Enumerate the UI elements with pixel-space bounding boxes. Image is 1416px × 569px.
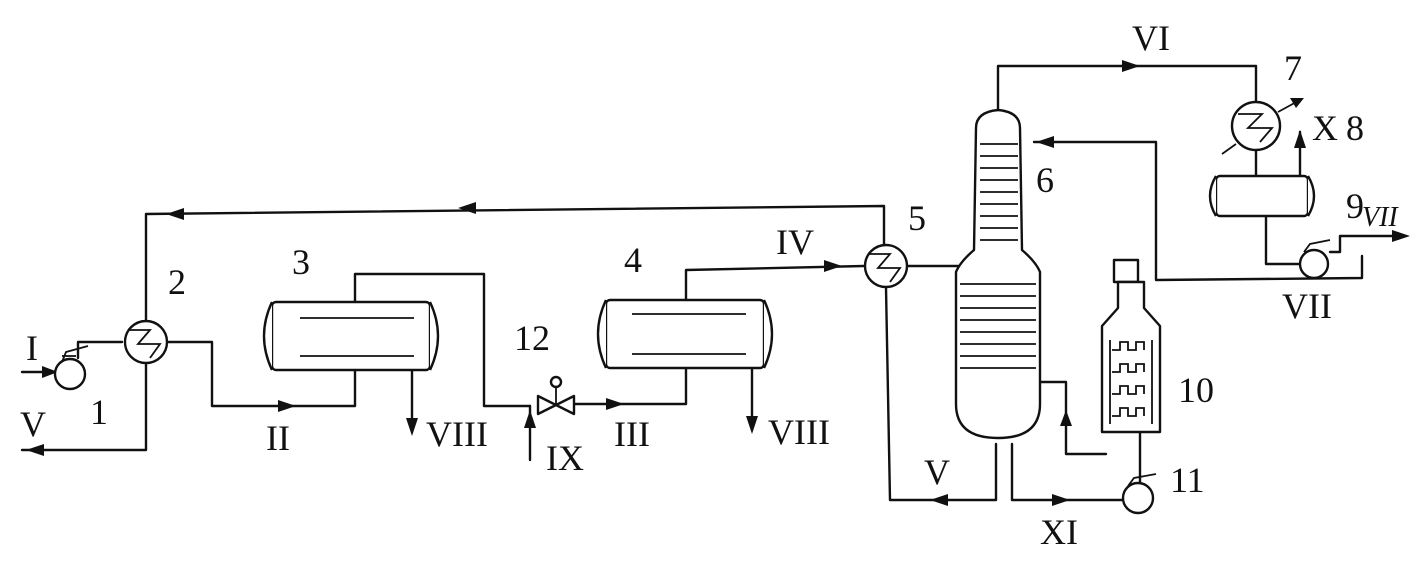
arrow-VI (1122, 60, 1140, 72)
arrow-reflux (1036, 136, 1054, 148)
arrow-VIII-right (746, 416, 758, 434)
column-trays-lower (960, 283, 1036, 369)
arrow-X (1294, 130, 1306, 148)
reboiler-10 (1100, 258, 1162, 434)
arrow-recycle-top-2 (166, 208, 184, 220)
stream-label-IV: IV (776, 222, 814, 262)
label-equipment-8: 8 (1346, 108, 1364, 148)
stream-label-VIII-right: VIII (768, 412, 830, 452)
arrow-VII-top (1392, 230, 1410, 242)
arrow-I (42, 366, 58, 378)
label-equipment-4: 4 (624, 240, 642, 280)
heat-exchanger-2 (123, 319, 169, 365)
label-equipment-11: 11 (1170, 460, 1205, 500)
arrow-III (606, 398, 624, 410)
arrow-XI (1052, 494, 1070, 506)
stream-label-IX: IX (546, 438, 584, 478)
label-equipment-5: 5 (908, 198, 926, 238)
label-equipment-3: 3 (292, 242, 310, 282)
label-equipment-10: 10 (1178, 370, 1214, 410)
stream-label-III: III (614, 414, 650, 454)
arrow-V-bottom (930, 494, 948, 506)
column-trays-upper (980, 143, 1018, 241)
label-equipment-6: 6 (1036, 160, 1054, 200)
condenser-7 (1221, 98, 1304, 155)
stream-label-V-bottom: V (924, 452, 950, 492)
arrow-IX (524, 410, 536, 428)
valve-12 (536, 375, 576, 416)
stream-label-XI: XI (1040, 512, 1078, 552)
label-equipment-12: 12 (514, 318, 550, 358)
flow-arrows (26, 60, 1410, 506)
arrow-reboiler-return (1060, 410, 1072, 426)
stream-label-VII-bottom: VII (1282, 286, 1332, 326)
equipment-number-labels: 1 2 3 4 5 6 7 8 9 10 11 12 (90, 48, 1364, 500)
piping (20, 64, 1402, 502)
arrow-V-left (26, 444, 44, 456)
stream-label-X: X (1312, 108, 1338, 148)
stream-label-VI: VI (1132, 18, 1170, 58)
pump-11 (1121, 473, 1157, 515)
arrow-II (278, 400, 296, 412)
arrow-VIII-left (406, 418, 418, 436)
stream-labels: I V II VIII IX III VIII IV V XI VI X VII… (20, 18, 1399, 552)
reactor-4 (596, 298, 774, 370)
stream-label-VII-top: VII (1362, 202, 1399, 233)
reflux-drum-8 (1208, 174, 1316, 218)
stream-label-V-left: V (20, 404, 46, 444)
heat-exchanger-5 (863, 243, 909, 289)
pump-1 (53, 345, 89, 391)
label-equipment-2: 2 (168, 262, 186, 302)
stream-label-II: II (266, 418, 290, 458)
pump-9 (1298, 239, 1331, 280)
arrow-recycle-top (458, 202, 476, 214)
stream-label-VIII-left: VIII (426, 414, 488, 454)
reactor-3 (262, 300, 440, 372)
label-equipment-9: 9 (1346, 186, 1364, 226)
distillation-column-6 (954, 108, 1042, 440)
label-equipment-7: 7 (1284, 48, 1302, 88)
arrow-IV (824, 260, 842, 272)
label-equipment-1: 1 (90, 392, 108, 432)
stream-label-I: I (26, 328, 38, 368)
